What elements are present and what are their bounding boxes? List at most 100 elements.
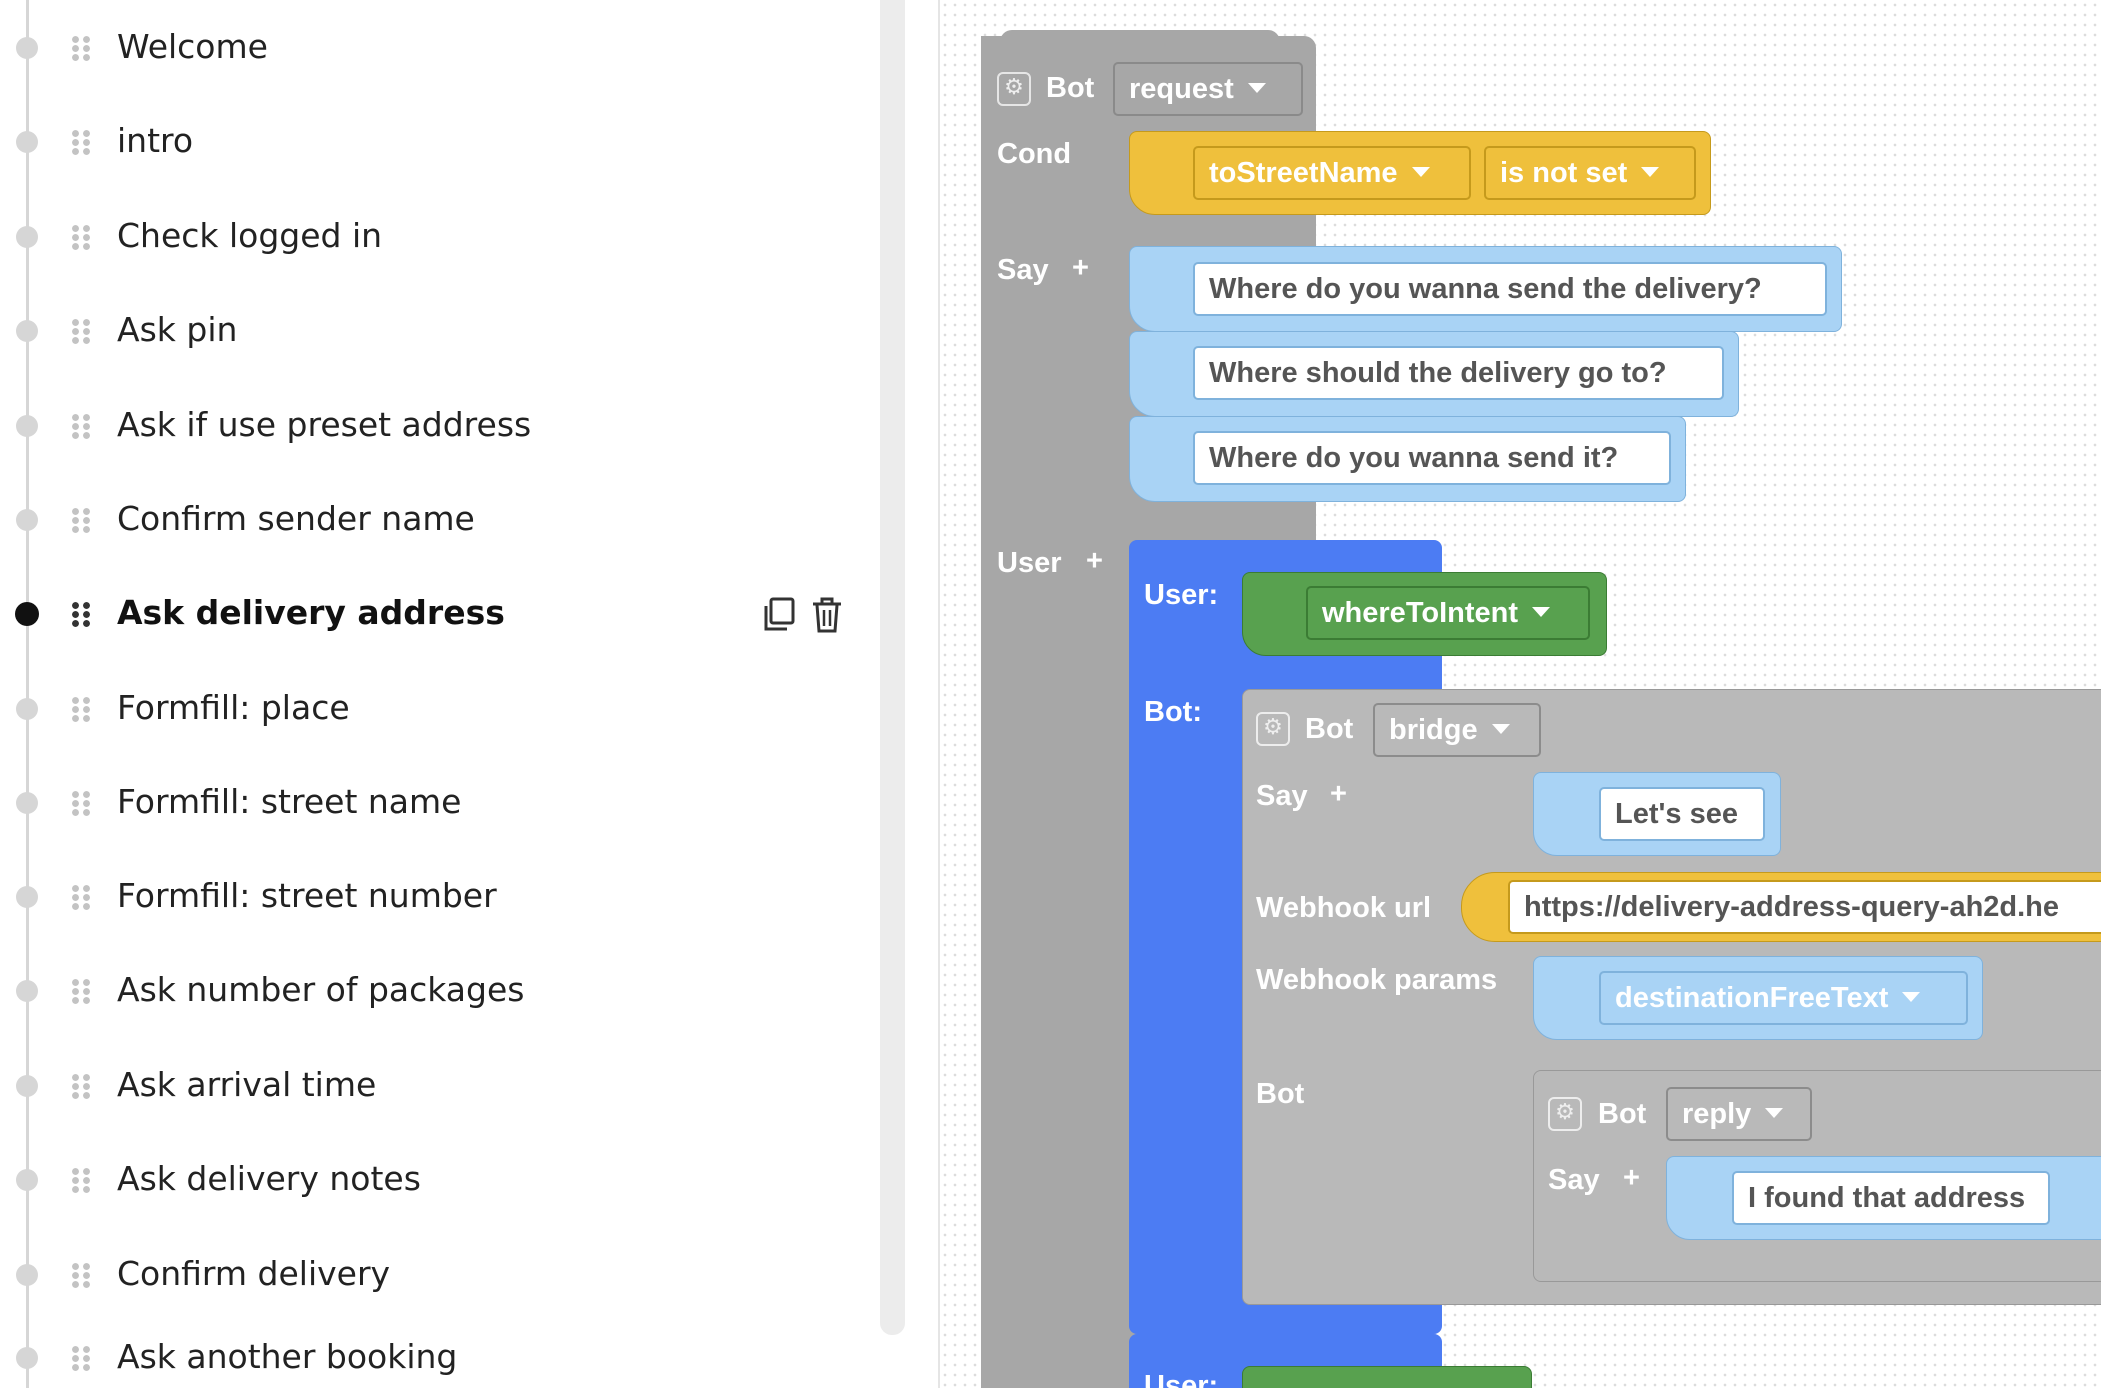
timeline-dot xyxy=(16,1169,38,1191)
timeline-dot-active xyxy=(15,602,39,626)
bot-type-dropdown[interactable]: request xyxy=(1113,62,1303,116)
panel-divider xyxy=(938,0,940,1388)
condition-variable-dropdown[interactable]: toStreetName xyxy=(1193,146,1471,200)
bot-type-value: request xyxy=(1129,73,1234,105)
timeline-dot xyxy=(16,320,38,342)
sidebar-item-label: Confirm sender name xyxy=(117,499,475,538)
condition-variable-value: toStreetName xyxy=(1209,157,1398,189)
sidebar-item-formfill-street-number[interactable]: Formfill: street number xyxy=(0,856,860,926)
sidebar-item-label: Check logged in xyxy=(117,216,383,255)
sidebar-item-confirm-sender-name[interactable]: Confirm sender name xyxy=(0,479,860,549)
sidebar-item-label: Ask number of packages xyxy=(117,970,525,1009)
add-say-button[interactable]: + xyxy=(1072,252,1089,284)
timeline-dot xyxy=(16,1347,38,1369)
gear-icon[interactable]: ⚙ xyxy=(997,72,1031,106)
sidebar-item-ask-delivery-notes[interactable]: Ask delivery notes xyxy=(0,1139,860,1209)
cond-label: Cond xyxy=(997,138,1072,170)
user-label: User xyxy=(997,547,1062,579)
reply-type-dropdown[interactable]: reply xyxy=(1666,1087,1812,1141)
reply-say-label: Say xyxy=(1548,1164,1600,1196)
sidebar-item-formfill-street-name[interactable]: Formfill: street name xyxy=(0,762,860,832)
drag-handle-icon[interactable] xyxy=(70,35,92,63)
chevron-down-icon xyxy=(1641,167,1660,178)
timeline-line xyxy=(26,0,29,1388)
drag-handle-icon[interactable] xyxy=(70,1073,92,1101)
sidebar-item-formfill-place[interactable]: Formfill: place xyxy=(0,668,860,738)
sidebar-item-label: Ask if use preset address xyxy=(117,405,532,444)
drag-handle-icon[interactable] xyxy=(70,978,92,1006)
drag-handle-icon[interactable] xyxy=(70,224,92,252)
drag-handle-icon[interactable] xyxy=(70,1345,92,1373)
drag-handle-icon[interactable] xyxy=(70,884,92,912)
timeline-dot xyxy=(16,37,38,59)
sidebar-item-label: Ask pin xyxy=(117,310,238,349)
gear-icon[interactable]: ⚙ xyxy=(1548,1097,1582,1131)
sidebar-item-ask-pin[interactable]: Ask pin xyxy=(0,290,860,360)
say-text-input[interactable]: I found that address xyxy=(1732,1171,2050,1225)
add-say-button[interactable]: + xyxy=(1330,778,1347,810)
say-text-input[interactable]: Where do you wanna send it? xyxy=(1193,431,1671,485)
timeline-dot xyxy=(16,509,38,531)
next-intent-block[interactable] xyxy=(1242,1366,1532,1388)
next-user-label: User: xyxy=(1144,1370,1219,1388)
blockly-workspace[interactable]: ⚙ Bot request Cond toStreetName is not s… xyxy=(940,0,2101,1388)
reply-type-value: reply xyxy=(1682,1098,1752,1130)
drag-handle-icon[interactable] xyxy=(70,1262,92,1290)
gear-icon[interactable]: ⚙ xyxy=(1256,712,1290,746)
chevron-down-icon xyxy=(1902,992,1921,1003)
bridge-say-label: Say xyxy=(1256,780,1308,812)
sidebar-item-confirm-delivery[interactable]: Confirm delivery xyxy=(0,1234,860,1304)
sidebar-item-welcome[interactable]: Welcome xyxy=(0,7,860,77)
add-say-button[interactable]: + xyxy=(1623,1162,1640,1194)
timeline-dot xyxy=(16,1264,38,1286)
trash-icon[interactable] xyxy=(808,595,846,635)
bridge-bot-label: Bot xyxy=(1305,713,1354,745)
webhook-url-label: Webhook url xyxy=(1256,892,1432,924)
drag-handle-icon[interactable] xyxy=(70,413,92,441)
drag-handle-icon[interactable] xyxy=(70,696,92,724)
webhook-url-input[interactable]: https://delivery-address-query-ah2d.he xyxy=(1508,880,2101,934)
sidebar-item-ask-number-of-packages[interactable]: Ask number of packages xyxy=(0,950,860,1020)
chevron-down-icon xyxy=(1247,83,1266,94)
story-sidebar: Welcome intro Check logged in Ask pin As… xyxy=(0,0,905,1388)
sidebar-item-label: Confirm delivery xyxy=(117,1254,391,1293)
condition-operator-dropdown[interactable]: is not set xyxy=(1484,146,1696,200)
say-text-input[interactable]: Let's see xyxy=(1599,787,1765,841)
chevron-down-icon xyxy=(1491,724,1510,735)
bot-request-block-spine xyxy=(981,36,1131,1388)
sidebar-item-ask-another-booking[interactable]: Ask another booking xyxy=(0,1317,860,1387)
bot-label: Bot xyxy=(1046,72,1095,104)
sidebar-item-ask-delivery-address[interactable]: Ask delivery address xyxy=(0,573,860,643)
drag-handle-icon[interactable] xyxy=(70,1167,92,1195)
say-text-input[interactable]: Where should the delivery go to? xyxy=(1193,346,1724,400)
sidebar-item-label: Ask arrival time xyxy=(117,1065,377,1104)
bridge-type-dropdown[interactable]: bridge xyxy=(1373,703,1541,757)
timeline-dot xyxy=(16,698,38,720)
webhook-params-label: Webhook params xyxy=(1256,964,1498,996)
user-colon-label: User: xyxy=(1144,579,1219,611)
sidebar-item-intro[interactable]: intro xyxy=(0,101,860,171)
sidebar-item-ask-arrival-time[interactable]: Ask arrival time xyxy=(0,1045,860,1115)
webhook-param-dropdown[interactable]: destinationFreeText xyxy=(1599,971,1968,1025)
timeline-dot xyxy=(16,415,38,437)
intent-value: whereToIntent xyxy=(1322,597,1519,629)
timeline-dot xyxy=(16,886,38,908)
sidebar-item-ask-preset-address[interactable]: Ask if use preset address xyxy=(0,385,860,455)
chevron-down-icon xyxy=(1532,607,1551,618)
intent-dropdown[interactable]: whereToIntent xyxy=(1306,586,1590,640)
add-user-button[interactable]: + xyxy=(1086,545,1103,577)
copy-icon[interactable] xyxy=(760,595,798,635)
drag-handle-icon[interactable] xyxy=(70,601,92,629)
drag-handle-icon[interactable] xyxy=(70,507,92,535)
chevron-down-icon xyxy=(1765,1108,1784,1119)
drag-handle-icon[interactable] xyxy=(70,790,92,818)
timeline-dot xyxy=(16,131,38,153)
say-text-input[interactable]: Where do you wanna send the delivery? xyxy=(1193,262,1827,316)
sidebar-item-label: Formfill: street name xyxy=(117,782,462,821)
sidebar-item-check-logged-in[interactable]: Check logged in xyxy=(0,196,860,266)
chevron-down-icon xyxy=(1411,167,1430,178)
sidebar-scrollbar[interactable] xyxy=(880,0,905,1335)
drag-handle-icon[interactable] xyxy=(70,318,92,346)
block-hat xyxy=(1000,30,1280,42)
drag-handle-icon[interactable] xyxy=(70,129,92,157)
